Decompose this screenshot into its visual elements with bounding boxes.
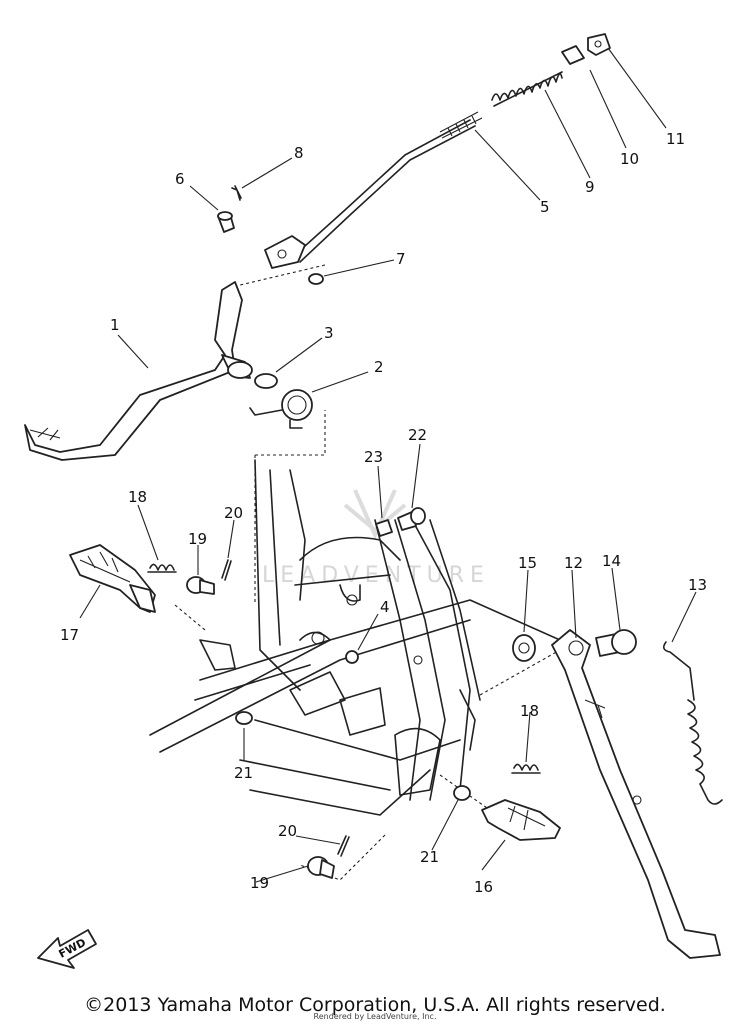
- callout-9: 9: [585, 178, 595, 196]
- callout-17: 17: [60, 626, 79, 644]
- footrest-16-part: [481, 799, 561, 841]
- cotter-pin-8-part: [231, 185, 242, 201]
- nut-23-part: [375, 519, 393, 537]
- callout-20-bottom: 20: [278, 822, 297, 840]
- callout-21-right: 21: [420, 848, 439, 866]
- callouts: 1 2 3 4 5 6 7 8 9 10 11 12 13 14 15 16 1…: [60, 130, 707, 896]
- leader-lines: [79, 47, 697, 883]
- nut-10-part: [561, 45, 585, 65]
- washer-21-left-part: [235, 711, 253, 725]
- cotter-pin-20-bottom-part: [337, 835, 350, 857]
- callout-19-top: 19: [188, 530, 207, 548]
- pin-19-top-part: [186, 576, 215, 595]
- joint-11-part: [587, 33, 611, 56]
- pin-19-bottom-part: [307, 856, 335, 879]
- callout-20-top: 20: [224, 504, 243, 522]
- side-stand-12-part: [551, 629, 721, 959]
- clip-4-part: [345, 650, 359, 664]
- callout-7: 7: [396, 250, 406, 268]
- callout-8: 8: [294, 144, 304, 162]
- callout-19-bottom: 19: [250, 874, 269, 892]
- frame: [149, 264, 561, 881]
- rendered-by-credit: Rendered by LeadVenture, Inc.: [313, 1012, 437, 1021]
- callout-16: 16: [474, 878, 493, 896]
- callout-13: 13: [688, 576, 707, 594]
- spring-18-top-part: [147, 563, 177, 573]
- callout-18-bottom: 18: [520, 702, 539, 720]
- washer-21-right-part: [453, 785, 471, 801]
- spring-18-bottom-part: [511, 763, 541, 774]
- cotter-pin-20-top-part: [221, 559, 232, 581]
- return-spring-part: [249, 389, 313, 429]
- collar-15-part: [512, 634, 536, 662]
- fwd-arrow-icon: FWD: [37, 929, 97, 969]
- pin-6-part: [217, 211, 235, 233]
- washer-3-part: [254, 373, 278, 389]
- callout-3: 3: [324, 324, 334, 342]
- brake-rod-part: [264, 111, 483, 269]
- copyright-notice: ©2013 Yamaha Motor Corporation, U.S.A. A…: [84, 994, 666, 1016]
- bolt-14-part: [595, 629, 637, 657]
- footrest-17-part: [69, 544, 156, 613]
- callout-21-left: 21: [234, 764, 253, 782]
- callout-18-top: 18: [128, 488, 147, 506]
- spring-9-part: [491, 71, 563, 107]
- callout-12: 12: [564, 554, 583, 572]
- callout-2: 2: [374, 358, 384, 376]
- callout-4: 4: [380, 598, 390, 616]
- spring-13-part: [662, 641, 723, 805]
- bolt-22-part: [397, 507, 426, 531]
- watermark-logo: [343, 489, 407, 540]
- callout-10: 10: [620, 150, 639, 168]
- callout-6: 6: [175, 170, 185, 188]
- callout-14: 14: [602, 552, 621, 570]
- washer-7-part: [308, 273, 324, 285]
- callout-5: 5: [540, 198, 550, 216]
- callout-15: 15: [518, 554, 537, 572]
- brake-pedal-part: [24, 281, 253, 461]
- callout-23: 23: [364, 448, 383, 466]
- callout-11: 11: [666, 130, 685, 148]
- callout-22: 22: [408, 426, 427, 444]
- callout-1: 1: [110, 316, 120, 334]
